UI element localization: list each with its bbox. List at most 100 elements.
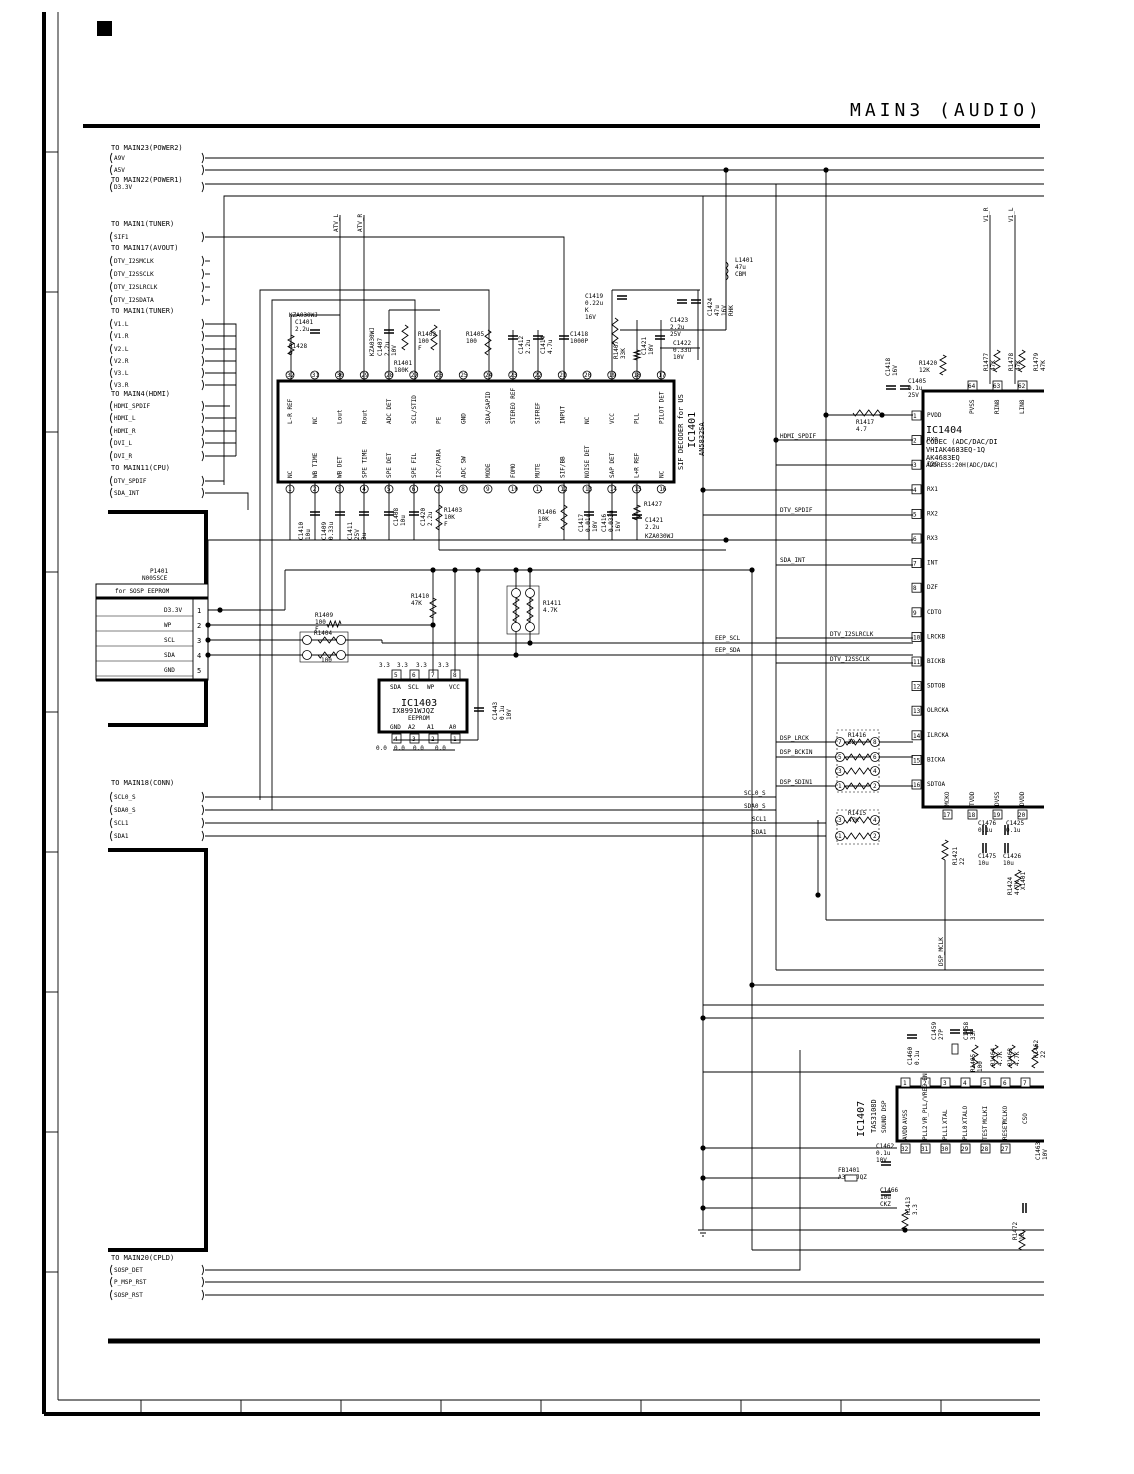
net-label: DTV_I2SLRCLK (830, 631, 874, 638)
component-label-C1411: C1411 (347, 522, 354, 540)
resistor-end (302, 635, 312, 645)
component-label-R1413: R1413 (905, 1197, 912, 1215)
r1411-outline (506, 585, 540, 635)
paren-right (201, 830, 204, 842)
ic1403-pin-voltage: 0.0 (435, 745, 446, 752)
component-label-C1443: 0.1u (499, 705, 506, 720)
component-label-C1401: C1401 (295, 319, 313, 326)
net-label: SDA1 (752, 829, 767, 836)
component-label-C1466: CKZ (880, 1201, 891, 1208)
junction-dot (700, 1205, 706, 1211)
connector-signal-hdmi: HDMI_L (114, 415, 136, 422)
component-label-C1421: 2.2u (645, 524, 660, 531)
ic1407-pin-num: 31 (921, 1146, 929, 1153)
component-label-R1410: 47K (411, 600, 422, 607)
component-label-C1419: 16V (585, 314, 596, 321)
ic1401-pin-name: WB DET (337, 456, 344, 478)
net-label: V1_R (983, 207, 990, 222)
component-label-L1401: L1401 (735, 257, 753, 264)
ic1404-pin-num: 62 (1018, 383, 1026, 390)
ic1404-pin-name: RX0 (927, 437, 938, 444)
component-label-C1408: C1408 (393, 508, 400, 526)
junction-dot (513, 567, 519, 573)
component-label-R1403: 10K (444, 514, 455, 521)
ic1403-chip: 5SDA3.36SCL3.37WP3.38VCC3.34GND0.03A20.0… (376, 662, 469, 752)
net-label: DSP_BCKIN (780, 749, 813, 756)
resistor-array-pin (870, 781, 880, 791)
resistor-array-pin (835, 781, 845, 791)
resistor-symbol (941, 839, 949, 861)
resistor-symbol (971, 1044, 979, 1069)
connector-signal-tuner_a: SIF1 (114, 234, 129, 241)
ic1401-pin-name: I2C/PARA (436, 449, 443, 478)
ic1404-pin-num: 2 (913, 438, 917, 445)
resistor-array-pin-num: 3 (838, 817, 842, 824)
connector-signal-power2: A5V (114, 167, 125, 174)
component-label-C1459: 27P (938, 1029, 945, 1040)
ic1401-pin-num: 15 (635, 486, 643, 493)
component-label-C1424: 16V (721, 305, 728, 316)
ic1401-pin-name: NC (312, 416, 319, 424)
ic1407-pin-name: PLL0 (962, 1125, 969, 1140)
ic1407-pin-name: XTAL (942, 1109, 949, 1124)
ic1407-pin-27 (1000, 1143, 1011, 1154)
component-label-R1420: 12K (919, 367, 930, 374)
paren-left (110, 152, 113, 164)
component-label-R1465: 100 (977, 1061, 984, 1072)
paren-left (110, 355, 113, 367)
ic1404-pin-name: OLRCKA (927, 707, 949, 714)
component-label-C1463: C1463 (1035, 1142, 1042, 1160)
component-label-C1426: 10u (1003, 860, 1014, 867)
component-label-C1416: 16V (615, 521, 622, 532)
component-label-KZA2: KZA030WJ (369, 327, 376, 356)
junction-dot (723, 167, 729, 173)
ic1401-pin-10 (508, 484, 518, 494)
ic1404-pin-name: DVDD (1019, 791, 1026, 806)
paren-right (201, 1289, 204, 1301)
paren-left (110, 437, 113, 449)
resistor-array-pin-num: 1 (838, 783, 842, 790)
ic1401-pin-32 (285, 370, 295, 380)
component-label-C1458: C1458 (963, 1022, 970, 1040)
component-label-C1423: C1423 (670, 317, 688, 324)
component-label-R1428: 0 (289, 350, 293, 357)
ic1404-pin-name: LRCKB (927, 633, 945, 640)
ic1407-pin-name: VR_PLL/VREG_EN (922, 1073, 929, 1124)
resistor-symbol (526, 597, 534, 623)
component-label-C1410: 10u (305, 529, 312, 540)
component-label-C1407: C1407 (377, 338, 384, 356)
net-label: DSP_SDIN1 (780, 779, 813, 786)
paren-left (110, 281, 113, 293)
component-label-R1463: R1463 (1007, 1048, 1014, 1066)
r1411-pin (511, 622, 521, 632)
resistor-symbol (993, 349, 1001, 373)
ic1401-pin-24 (483, 370, 493, 380)
component-label-R1402: 100 (418, 338, 429, 345)
ic1404-pin-7 (911, 558, 922, 568)
connector-signal-tuner_b: V2.L (114, 346, 129, 353)
ic1407-pin-7 (1020, 1077, 1031, 1088)
component-label-C1422: 0.33u (673, 347, 691, 354)
ic1401-pin-num: 11 (536, 486, 544, 493)
paren-right (201, 294, 204, 306)
paren-left (110, 343, 113, 355)
ic1401-pin-name: WB TIME (312, 452, 319, 478)
connector-signal-cpld: SOSP_RST (114, 1292, 143, 1299)
connector-signal-conn: SDA1 (114, 833, 129, 840)
component-label-R1405: 100 (466, 338, 477, 345)
ic1401-pin-name: SPE FIL (411, 452, 418, 478)
component-label-C1407: 10V (391, 345, 398, 356)
p1401-pin-name: D3.3V (164, 607, 182, 614)
junction-dot (513, 652, 519, 658)
ic1401-pin-name: MODE (485, 463, 492, 478)
component-label-R1478: R1478 (1008, 353, 1015, 371)
component-label-R1402: R1402 (418, 331, 436, 338)
connector-signal-conn: SCL1 (114, 820, 129, 827)
resistor-array-pin-num: 8 (873, 739, 877, 746)
ic1407-pin-name: MCLKO (1002, 1106, 1009, 1124)
p1401-pin-name: GND (164, 667, 175, 674)
connector-title-avout: TO MAIN17(AVOUT) (111, 244, 178, 252)
ic1404-pin-4 (911, 484, 922, 495)
net-label: HDMI_SPDIF (780, 433, 817, 440)
